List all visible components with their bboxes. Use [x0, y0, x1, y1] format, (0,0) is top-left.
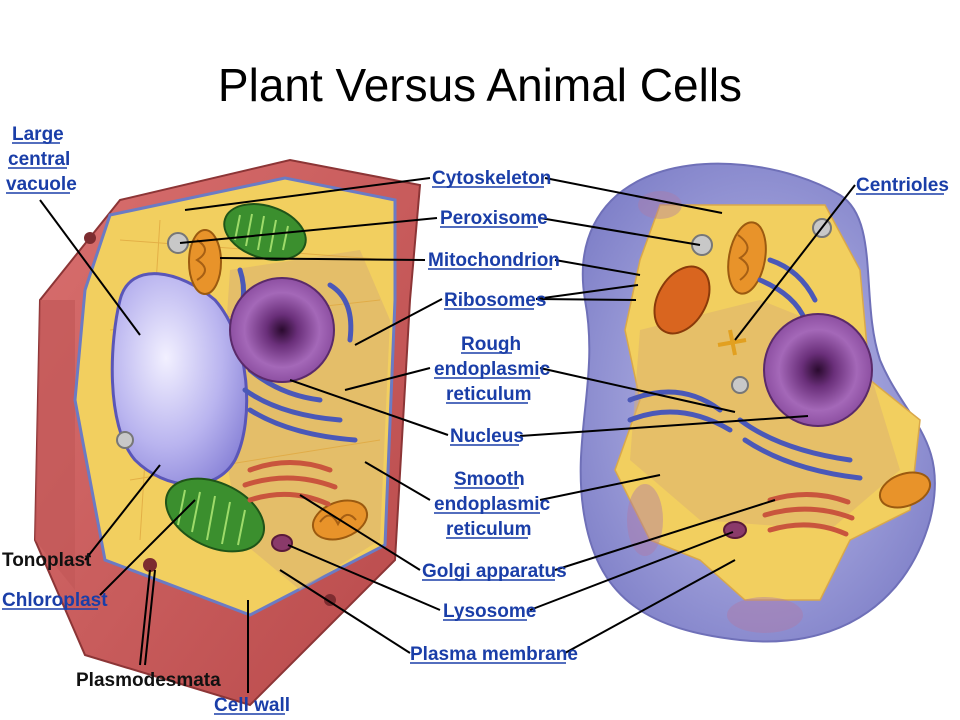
chloroplast-bottom-thylakoids	[177, 489, 246, 546]
animal-golgi-apparatus	[762, 491, 855, 537]
label-plasma-membrane: Plasma membrane	[410, 644, 578, 665]
plant-golgi-apparatus	[242, 460, 338, 507]
labels: Large central vacuole Cytoskeleton Perox…	[2, 124, 949, 716]
plant-nucleus	[229, 277, 335, 383]
chloroplast-top	[223, 203, 307, 261]
animal-mitochondrion-3	[878, 471, 932, 509]
animal-mitochondrion-1-cristae	[737, 234, 749, 281]
cell-wall-side	[35, 300, 75, 590]
label-central: central	[8, 149, 70, 170]
label-centrioles: Centrioles	[856, 175, 949, 196]
plant-lysosome	[271, 534, 293, 552]
label-golgi-apparatus: Golgi apparatus	[422, 561, 567, 582]
plant-peroxisome-2	[116, 431, 134, 449]
plant-mitochondrion-2-cristae	[319, 513, 357, 527]
plasmodesmata-pore-1	[143, 558, 157, 572]
animal-centrioles	[717, 329, 747, 356]
animal-membrane-blob-2	[727, 597, 803, 633]
label-vacuole: vacuole	[6, 174, 77, 195]
chloroplast-top-thylakoids	[234, 213, 289, 253]
label-nucleus: Nucleus	[450, 426, 524, 447]
large-central-vacuole	[110, 272, 249, 486]
animal-rough-er	[627, 257, 863, 481]
animal-peroxisome	[691, 234, 713, 256]
animal-lysosome	[723, 521, 747, 539]
plant-mitochondrion-1-cristae	[195, 239, 206, 281]
plant-mitochondrion-1	[188, 229, 222, 295]
label-endoplasmic: endoplasmic	[434, 359, 551, 380]
label-underlines	[2, 142, 944, 715]
animal-peroxisome-2	[731, 376, 749, 394]
label-large: Large	[12, 124, 64, 145]
animal-nucleus	[763, 313, 873, 427]
label-tonoplast: Tonoplast	[2, 550, 92, 571]
label-rough: Rough	[461, 334, 521, 355]
label-lysosome: Lysosome	[443, 601, 536, 622]
label-cytoskeleton: Cytoskeleton	[432, 168, 551, 189]
animal-mitochondrion-2	[653, 265, 711, 335]
label-reticulum-2: reticulum	[446, 519, 532, 540]
label-mitochondrion: Mitochondrion	[428, 250, 560, 271]
label-cell-wall: Cell wall	[214, 695, 290, 716]
label-chloroplast: Chloroplast	[2, 590, 108, 611]
animal-cell	[579, 162, 936, 643]
leader-lines	[39, 177, 856, 693]
plasmodesmata-pore-2	[84, 232, 96, 244]
label-plasmodesmata: Plasmodesmata	[76, 670, 221, 691]
animal-mitochondrion-1	[727, 221, 767, 295]
label-reticulum: reticulum	[446, 384, 532, 405]
plant-cell	[33, 158, 422, 707]
label-ribosomes: Ribosomes	[444, 290, 546, 311]
page-title: Plant Versus Animal Cells	[217, 59, 743, 111]
label-endoplasmic-2: endoplasmic	[434, 494, 551, 515]
label-peroxisome: Peroxisome	[440, 208, 548, 229]
animal-membrane-blob-3	[638, 191, 682, 219]
label-smooth: Smooth	[454, 469, 525, 490]
